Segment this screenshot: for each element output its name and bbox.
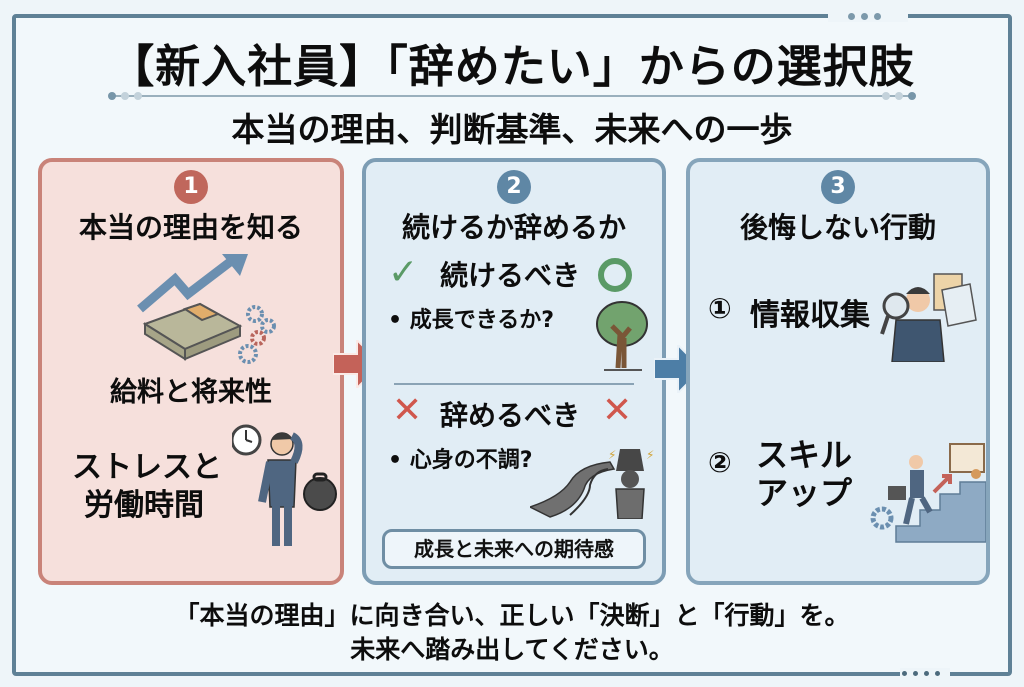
continue-label: 続けるべき: [440, 259, 581, 292]
check-icon: ✓: [388, 252, 419, 293]
panel-know-reason: 1 本当の理由を知る 給料と将来性 ストレスと 労働時間: [38, 158, 344, 585]
tree-icon: [596, 301, 648, 371]
reason-salary-label: 給料と将来性: [110, 377, 272, 408]
closing-message-line1: 「本当の理由」に向き合い、正しい「決断」と「行動」を。: [174, 601, 850, 630]
panel-title: 本当の理由を知る: [78, 211, 303, 244]
decorative-dots: [902, 671, 940, 676]
quit-label: 辞めるべき: [440, 399, 581, 432]
svg-text:⚡: ⚡: [608, 448, 616, 462]
magnifier-businessman-icon: [880, 273, 977, 362]
panel-title: 後悔しない行動: [739, 211, 936, 244]
reason-stress-label-line1: ストレスと: [72, 450, 222, 485]
page-title: 【新入社員】「辞めたい」からの選択肢: [109, 40, 915, 93]
page-subtitle: 本当の理由、判断基準、未来への一歩: [231, 110, 793, 149]
panel-title: 続けるか辞めるか: [401, 211, 626, 244]
climbing-stairs-icon: [870, 443, 986, 543]
skill-up-label-line1: スキル: [756, 436, 853, 474]
panel-continue-or-quit: 2 続けるか辞めるか ✓ 続けるべき • 成長できるか? ✕ 辞めるべき ✕ •…: [362, 158, 666, 585]
step-badge: 1: [174, 170, 208, 204]
info-gathering-label: 情報収集: [750, 298, 870, 333]
reason-stress-label-line2: 労働時間: [84, 488, 204, 523]
step-badge: 3: [821, 170, 855, 204]
burdened-worker-icon: ⚡ ⚡: [530, 448, 654, 519]
stressed-worker-icon: [232, 424, 337, 546]
closing-message-line2: 未来へ踏み出してください。: [350, 635, 674, 664]
circle-icon: [598, 258, 632, 292]
cross-icon: ✕: [602, 390, 633, 431]
step-marker: ①: [708, 292, 732, 325]
continue-bullet: • 成長できるか?: [388, 308, 555, 333]
skill-up-label-line2: アップ: [756, 474, 853, 512]
expectation-box: 成長と未来への期待感: [382, 529, 646, 569]
step-badge: 2: [497, 170, 531, 204]
section-divider: [394, 383, 634, 385]
decorative-dots: [108, 92, 142, 100]
step-marker: ②: [708, 446, 732, 479]
quit-bullet: • 心身の不調?: [388, 448, 533, 473]
money-growth-icon: [137, 254, 276, 364]
panel-no-regret-action: 3 後悔しない行動 ① 情報収集 ② スキル アップ: [686, 158, 990, 585]
decorative-dots: [848, 13, 881, 20]
svg-text:⚡: ⚡: [646, 448, 654, 462]
cross-icon: ✕: [392, 390, 423, 431]
decorative-dots: [882, 92, 916, 100]
title-divider: [110, 95, 914, 97]
